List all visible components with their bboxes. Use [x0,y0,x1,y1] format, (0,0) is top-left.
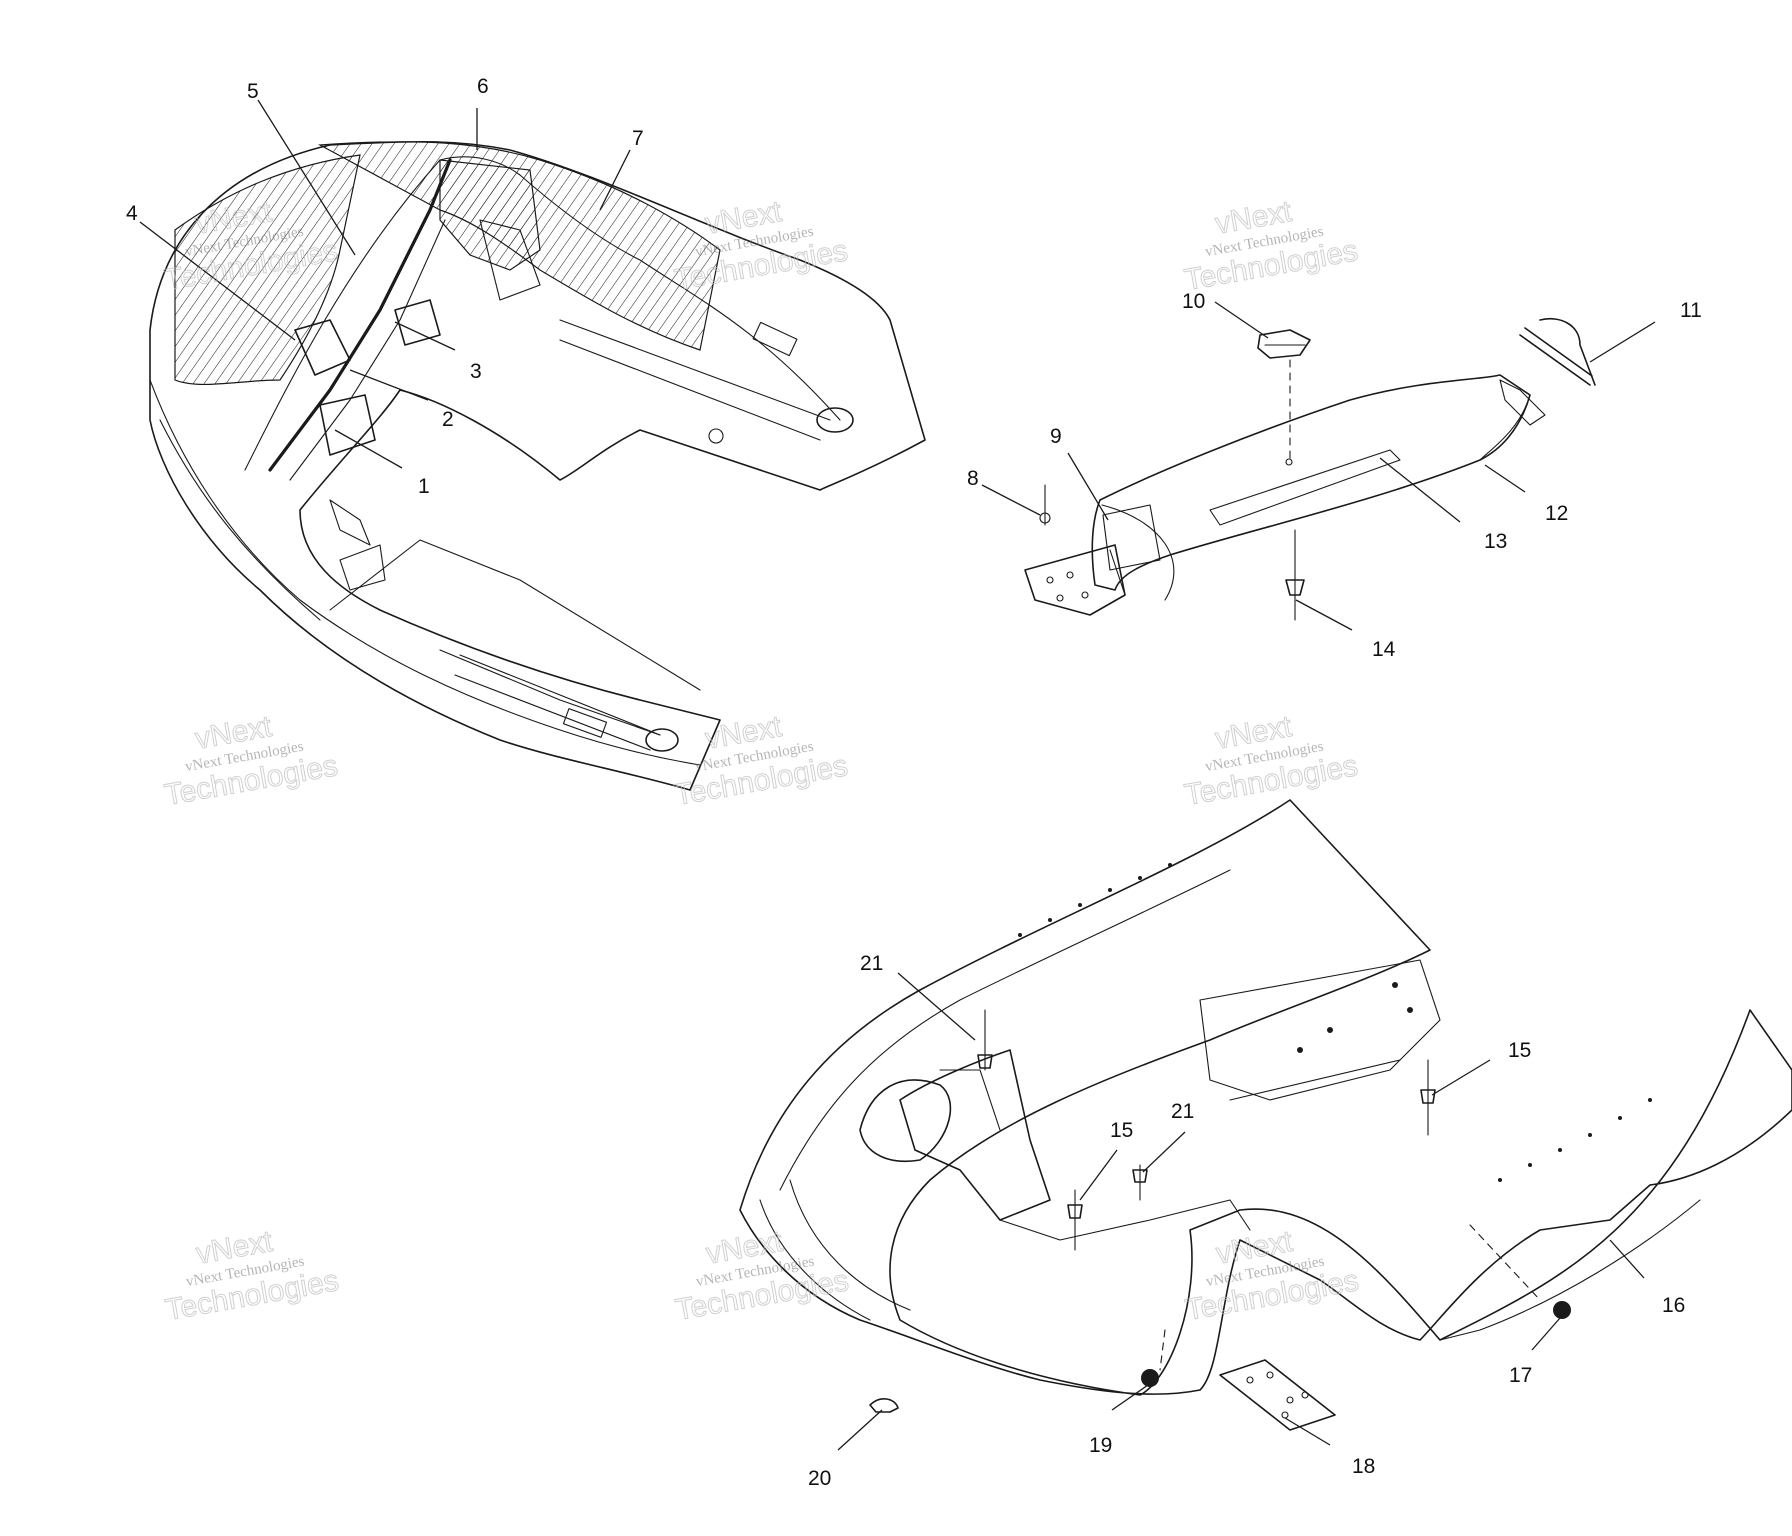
watermark-6: vNext vNext Technologies Technologies [1182,709,1361,812]
callout-17: 17 [1509,1364,1532,1387]
watermark-4: vNext vNext Technologies Technologies [162,709,341,812]
callout-14: 14 [1372,638,1396,661]
callout-20: 20 [808,1467,831,1490]
hood-assembly [149,140,926,791]
watermark-7: vNext vNext Technologies Technologies [162,1224,341,1327]
callout-12: 12 [1545,502,1568,525]
callout-9: 9 [1050,425,1062,448]
leader-lines [139,99,1656,1451]
console-assembly [1024,318,1596,621]
callout-19: 19 [1089,1434,1112,1457]
watermark-3: vNext vNext Technologies Technologies [1182,194,1361,297]
callout-7: 7 [632,127,644,150]
rivet-holes [1018,863,1652,1182]
bellypan-assembly [739,799,1792,1431]
callout-21a: 21 [860,952,883,975]
watermark-9: vNext vNext Technologies Technologies [1182,1224,1361,1327]
callout-18: 18 [1352,1455,1375,1478]
callout-5: 5 [247,80,259,103]
callout-10: 10 [1182,290,1205,313]
callout-13: 13 [1484,530,1507,553]
watermarks: vNext vNext Technologies Technologies vN… [162,194,1362,1327]
callout-21b: 21 [1171,1100,1194,1123]
callout-2: 2 [442,408,454,431]
callout-15b: 15 [1110,1119,1133,1142]
callout-3: 3 [470,360,482,383]
callout-4: 4 [126,202,138,225]
callout-1: 1 [418,475,430,498]
callout-8: 8 [967,467,979,490]
callout-16: 16 [1662,1294,1685,1317]
watermark-5: vNext vNext Technologies Technologies [672,709,851,812]
callout-6: 6 [477,75,489,98]
callout-11: 11 [1680,299,1702,322]
callout-15a: 15 [1508,1039,1531,1062]
callouts: 1 2 3 4 5 6 7 8 9 10 11 12 13 14 15 15 1… [126,75,1702,1490]
watermark-8: vNext vNext Technologies Technologies [672,1224,851,1327]
